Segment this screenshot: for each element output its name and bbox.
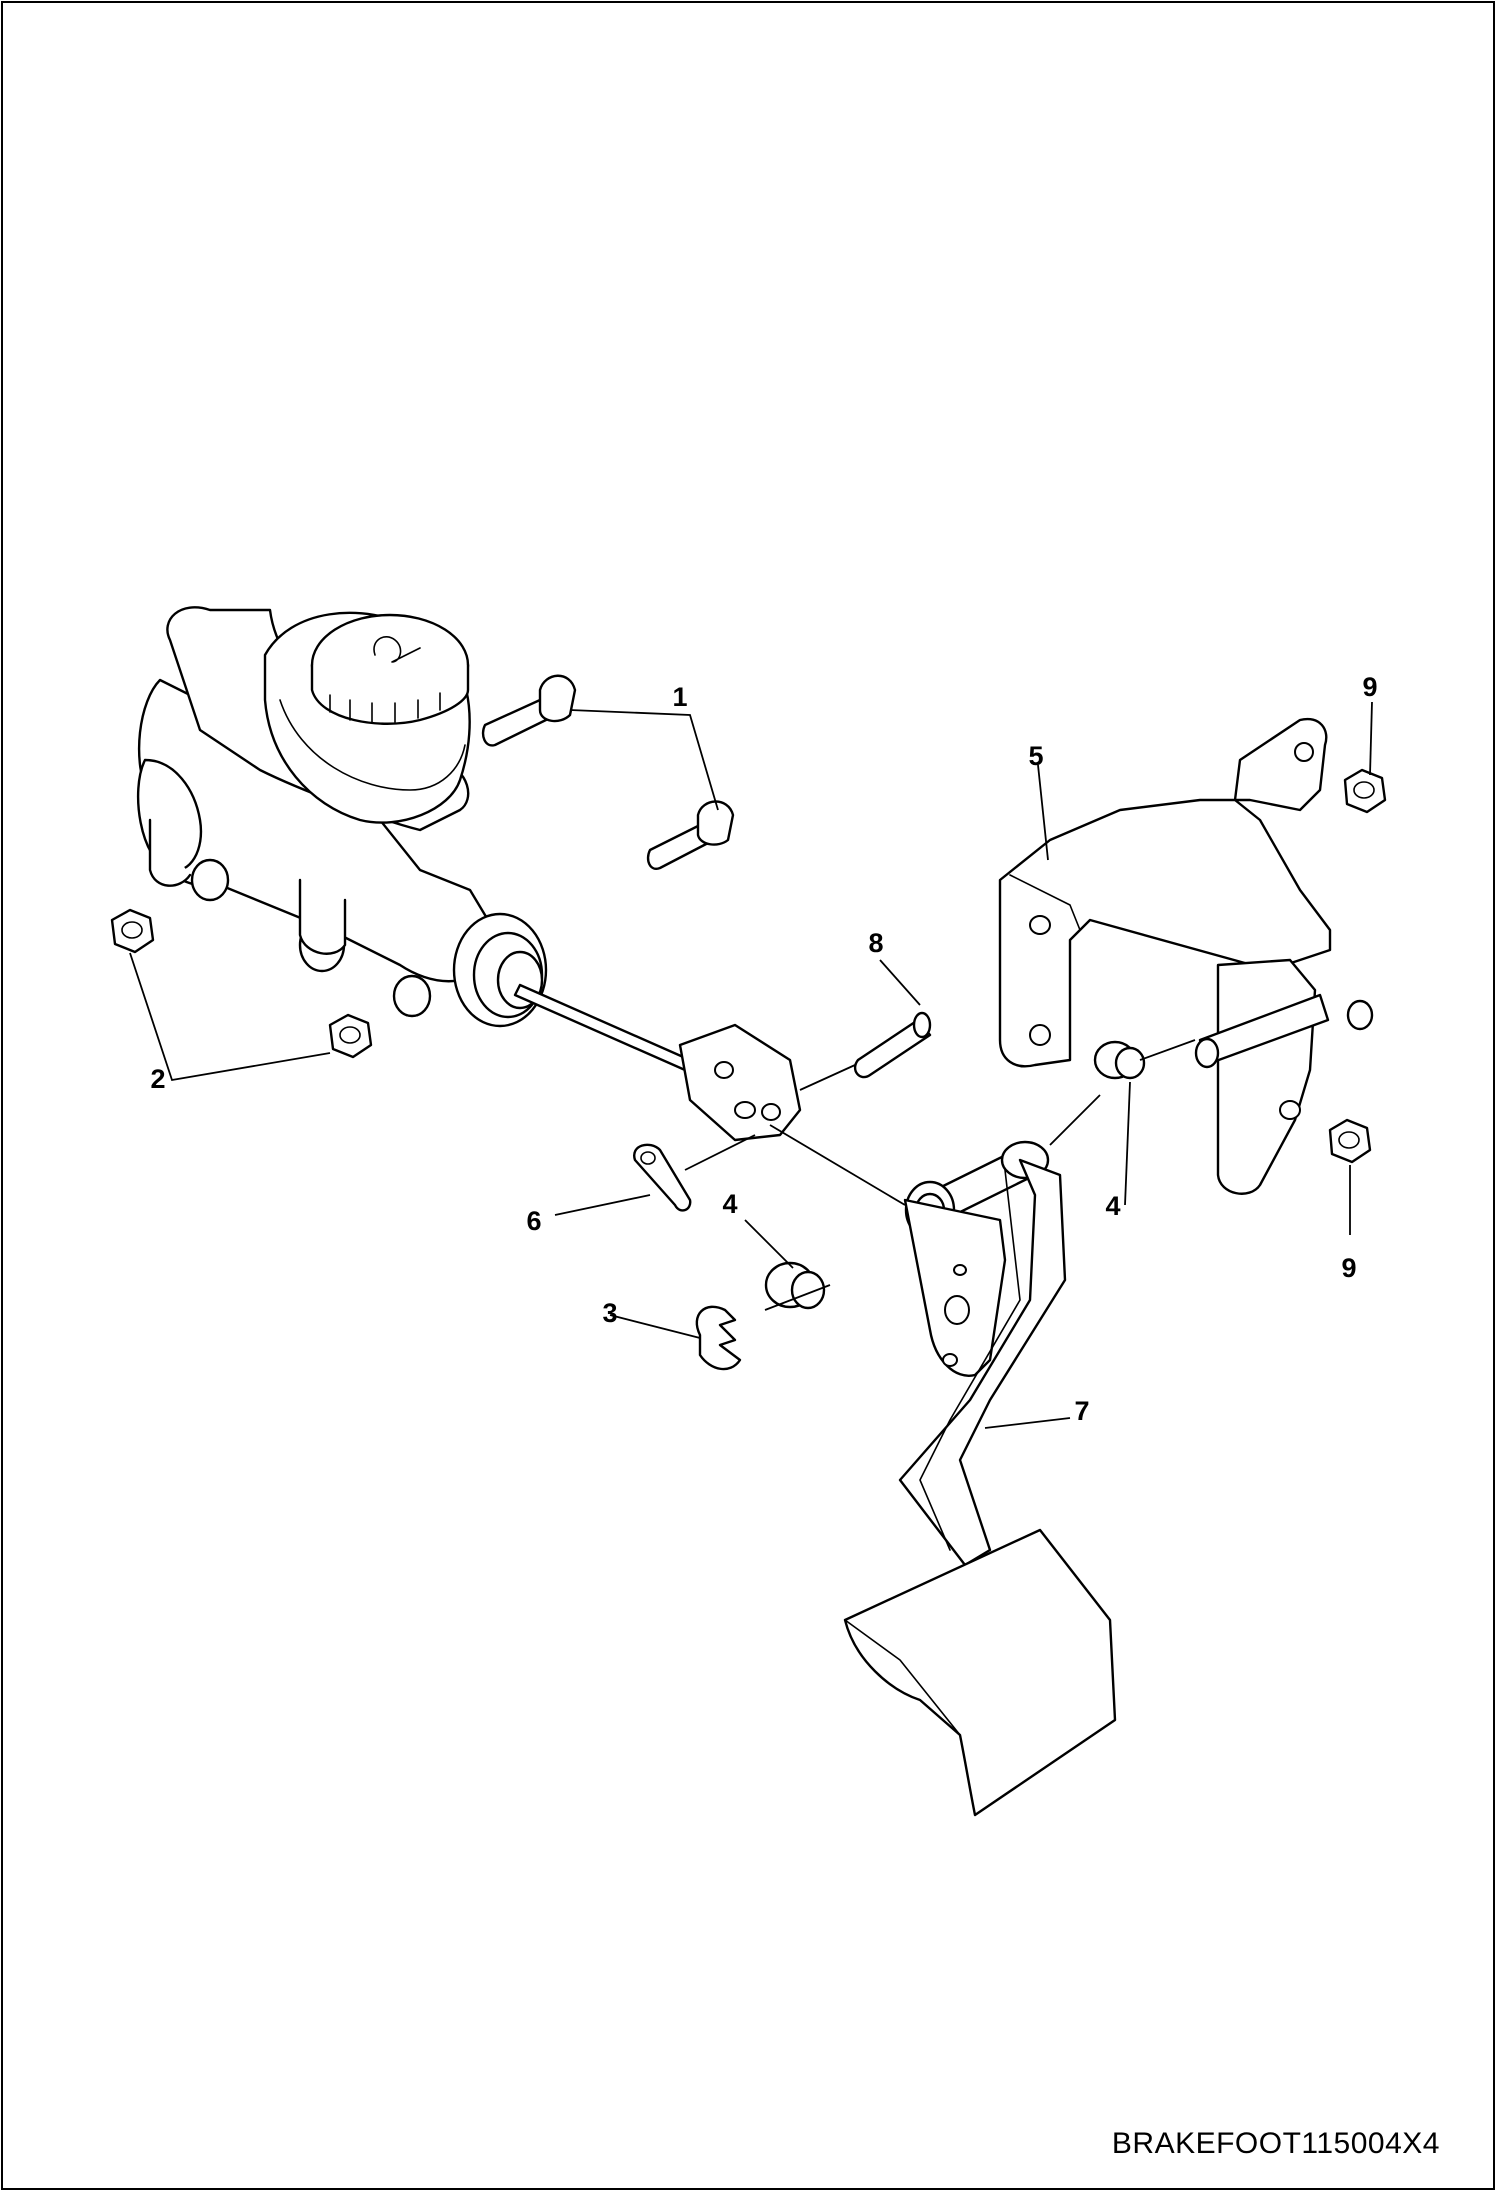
callout-9-bottom: 9 [1341, 1253, 1356, 1283]
clevis-pin [853, 1011, 932, 1079]
callout-9-top: 9 [1362, 672, 1377, 702]
callout-7: 7 [1074, 1396, 1089, 1426]
callout-6: 6 [526, 1206, 541, 1236]
hairpin-clip [633, 1143, 692, 1212]
bushing-right [1093, 1040, 1146, 1080]
bolt-lower [646, 800, 735, 870]
callout-1: 1 [672, 682, 687, 712]
master-cylinder [136, 606, 548, 1028]
callout-labels: 1 2 3 4 4 5 6 7 8 9 9 [150, 672, 1377, 1426]
pushrod-clevis [513, 983, 802, 1142]
brake-pedal [843, 1140, 1117, 1817]
nut-bottom-right [1328, 1118, 1372, 1164]
callout-5: 5 [1028, 741, 1043, 771]
e-clip [695, 1305, 742, 1371]
callout-4-right: 4 [1105, 1191, 1120, 1221]
nut-left [110, 908, 155, 954]
bushing-left [764, 1261, 826, 1310]
callout-8: 8 [868, 928, 883, 958]
callout-2: 2 [150, 1064, 165, 1094]
nut-center [328, 1013, 373, 1059]
callout-4-left: 4 [722, 1189, 737, 1219]
nut-top-right [1343, 768, 1387, 814]
drawing-code-label: BRAKEFOOT115004X4 [1111, 2127, 1440, 2160]
bolt-upper [481, 674, 577, 747]
mounting-bracket [998, 717, 1374, 1195]
leader-lines [129, 701, 1373, 1429]
callout-3: 3 [602, 1298, 617, 1328]
